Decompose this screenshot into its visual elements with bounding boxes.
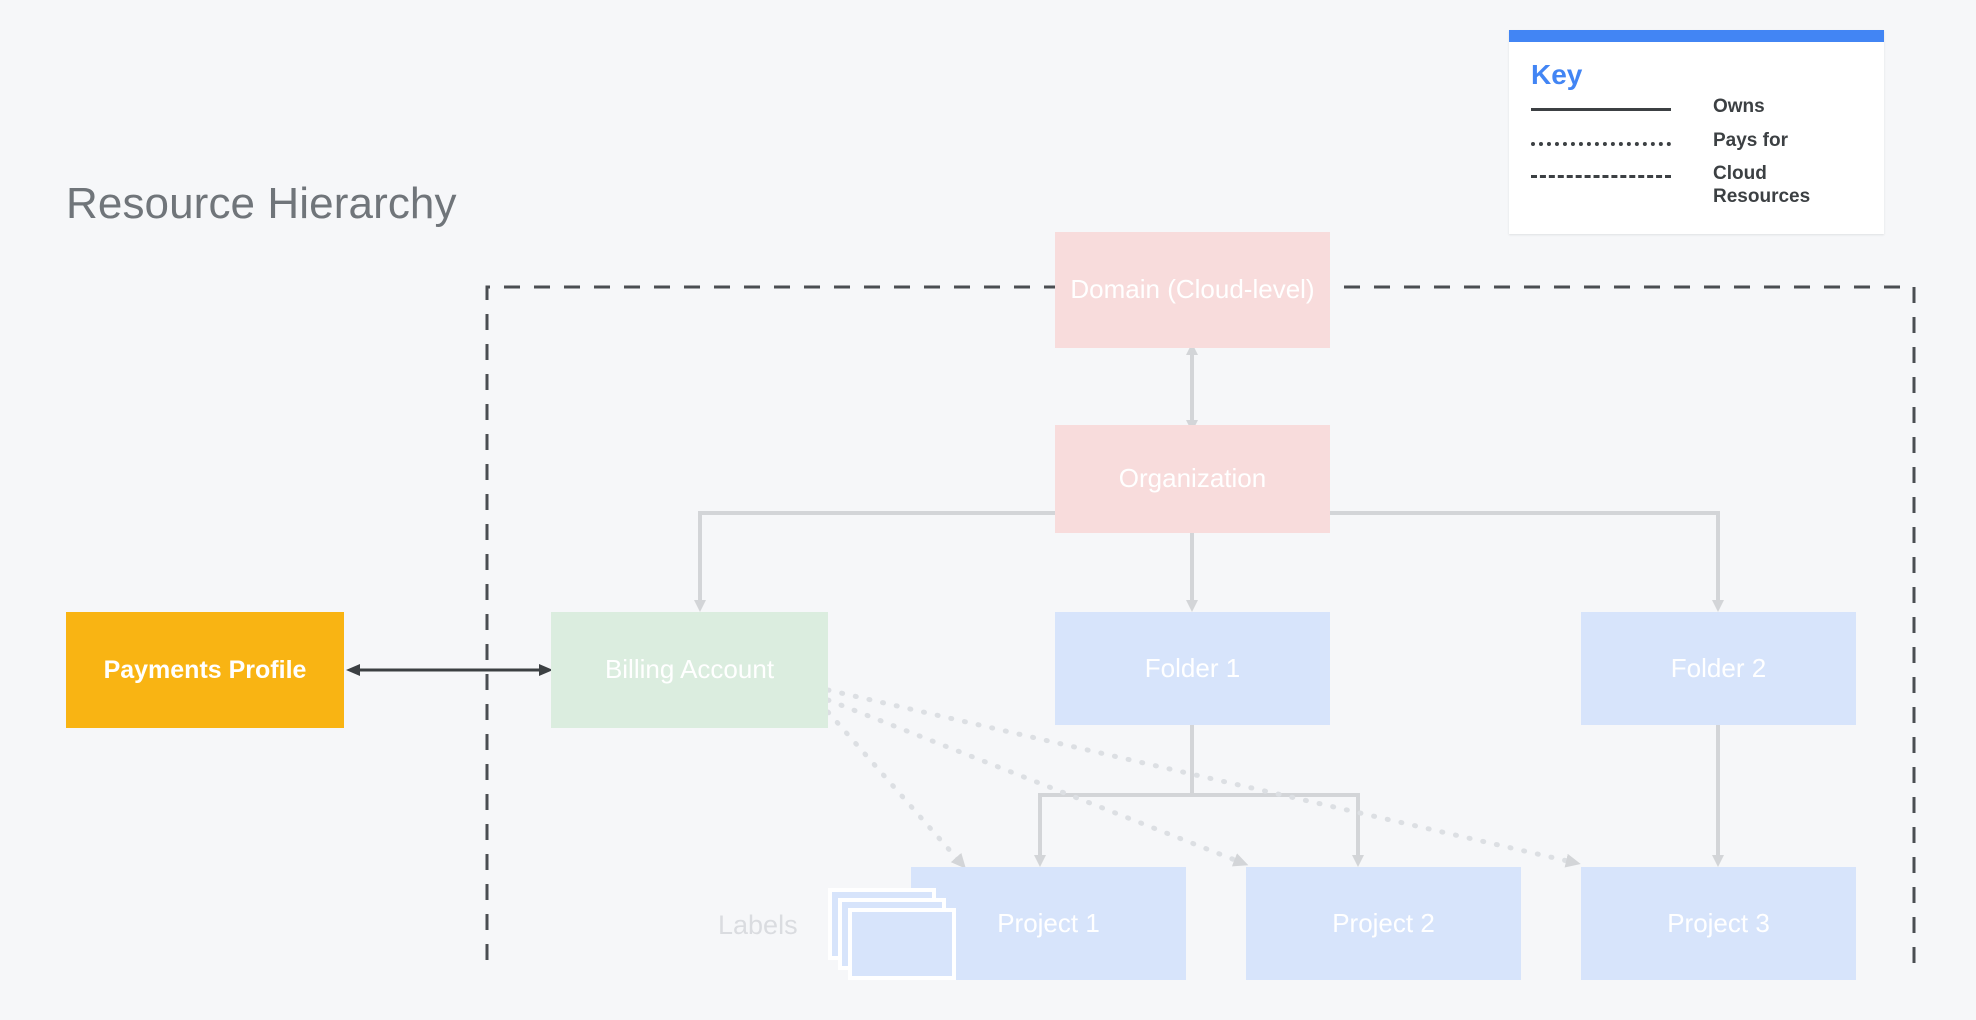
node-organization[interactable]: Organization [1055,425,1330,533]
legend-row-owns: Owns [1531,95,1862,118]
legend-line-dashed-icon [1531,174,1671,178]
edge-folder1-to-project2 [1190,725,1364,867]
legend-row-cloud-resources: Cloud Resources [1531,162,1862,208]
labels-caption: Labels [718,910,798,940]
node-billing-account[interactable]: Billing Account [551,612,828,728]
node-project-1[interactable]: Project 1 [911,867,1186,980]
labels-stack-icon [828,888,956,980]
legend-row-pays-for: Pays for [1531,129,1862,152]
label-card-front [848,908,956,980]
page-title: Resource Hierarchy [66,179,457,228]
legend-label-cloud-resources: Cloud Resources [1713,162,1811,207]
edge-billing-pays-project1 [825,709,966,869]
legend-title: Key [1531,59,1583,90]
edge-folder1-to-project1 [1034,725,1194,867]
node-folder-1[interactable]: Folder 1 [1055,612,1330,725]
node-project-2[interactable]: Project 2 [1246,867,1521,980]
legend-accent-bar [1509,30,1884,42]
node-folder-2[interactable]: Folder 2 [1581,612,1856,725]
node-payments-profile[interactable]: Payments Profile [66,612,344,728]
legend-line-solid-icon [1531,108,1671,112]
legend-label-owns: Owns [1713,96,1765,118]
legend-line-dotted-icon [1531,141,1671,146]
node-project-3[interactable]: Project 3 [1581,867,1856,980]
node-domain[interactable]: Domain (Cloud-level) [1055,232,1330,348]
legend-panel: Key Owns Pays for Cloud Resources [1509,30,1884,235]
legend-label-pays-for: Pays for [1713,129,1788,151]
